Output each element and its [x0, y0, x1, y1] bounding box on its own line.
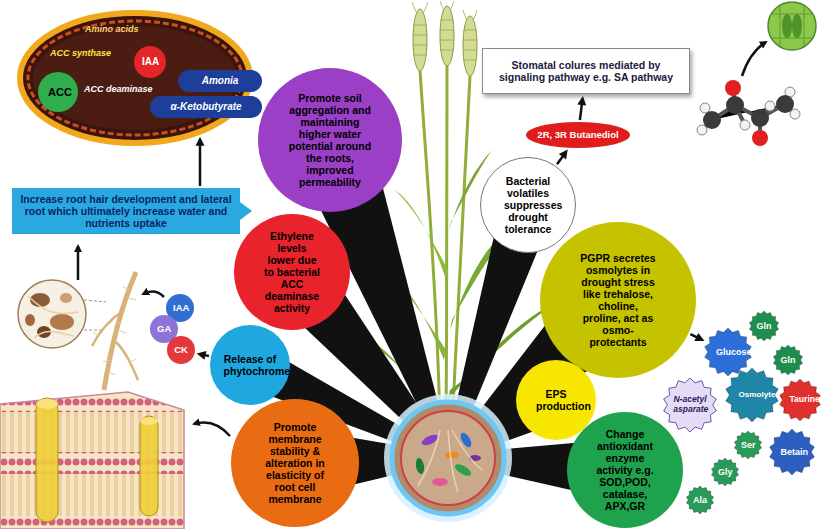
node-label: Ser	[741, 440, 755, 450]
node-label: GA	[157, 324, 171, 335]
cell-membrane-illustration	[0, 390, 190, 529]
node-label: CK	[174, 345, 188, 356]
connector-arrow	[196, 137, 205, 186]
root-zone-circle	[384, 394, 512, 522]
mechanism-circle: Release of phytochrome	[210, 325, 290, 405]
flow-arrows	[78, 42, 766, 436]
star-shape	[726, 368, 779, 422]
mechanism-circle: Bacterial volatiles suppresses drought t…	[480, 157, 576, 253]
node-label: Amonia	[202, 75, 239, 87]
osmolyte-star: Osmolytes	[725, 368, 779, 422]
star-shape	[686, 486, 713, 514]
callout-box: Increase root hair development and later…	[12, 188, 240, 234]
node-label: PGPR secretes osmolytes in drought stres…	[579, 252, 657, 349]
compound-ellipse: 2R, 3R Butanediol	[526, 122, 630, 148]
node-label: IAA	[173, 303, 187, 314]
star-shape	[770, 429, 815, 475]
node-label: Release of phytochrome	[224, 353, 277, 377]
connector-arrow	[690, 333, 704, 341]
iaa-molecule: IAA	[134, 46, 166, 78]
callout-pointer	[240, 202, 252, 220]
connector-line	[580, 103, 582, 120]
node-label: Ethylene levels lower due to bacterial A…	[263, 230, 321, 314]
node-label: Betain	[781, 447, 804, 457]
connector-arrow	[557, 149, 568, 164]
node-label: ACC synthase	[50, 48, 111, 58]
node-label: Gln	[757, 321, 772, 331]
osmolyte-star: Betain	[769, 429, 815, 475]
osmolyte-star: Ala	[686, 486, 714, 514]
butanediol-molecule	[697, 80, 800, 146]
root-hair-illustration	[18, 272, 138, 390]
osmolyte-star: Gly	[711, 458, 739, 486]
arrow-head	[559, 149, 568, 159]
product-pill: Amonia	[178, 70, 262, 92]
node-label: N-acetyl asparate	[673, 395, 706, 415]
stomata-illustration	[768, 2, 816, 50]
node-label: Increase root hair development and later…	[19, 193, 233, 229]
node-label: ACC	[48, 86, 68, 99]
mechanism-circle: Ethylene levels lower due to bacterial A…	[234, 214, 350, 330]
star-shape	[664, 378, 717, 432]
star-shape	[749, 311, 778, 341]
osmolyte-star: Gln	[773, 345, 803, 375]
connector-line	[199, 144, 202, 186]
node-label: Stomatal colures mediated by signaling p…	[489, 59, 683, 83]
node-label: EPS production	[536, 388, 576, 412]
node-label: Osmolytes	[739, 390, 766, 399]
product-pill: α-Ketobutyrate	[150, 96, 262, 118]
connector-arrow	[577, 96, 586, 120]
node-label: Bacterial volatiles suppresses drought t…	[504, 175, 552, 235]
mechanism-circle: PGPR secretes osmolytes in drought stres…	[540, 222, 696, 378]
osmolyte-star: N-acetyl asparate	[663, 378, 717, 432]
mechanism-circle: Promote soil aggregation and maintaining…	[258, 68, 402, 212]
connector-arrow	[197, 351, 209, 360]
arrow-head	[694, 333, 704, 341]
star-shape	[711, 458, 738, 486]
star-shape	[734, 431, 761, 459]
node-label: α-Ketobutyrate	[170, 101, 241, 113]
osmolyte-star: Taurine	[779, 379, 821, 421]
acc-molecule: ACC	[38, 72, 78, 112]
osmolyte-star: Glucose	[704, 328, 752, 376]
arrow-head	[196, 137, 205, 146]
star-shape	[705, 328, 752, 376]
arrow-head	[197, 351, 207, 360]
node-label: Gln	[781, 355, 796, 365]
mechanism-circle: Promote membrane stability & alteration …	[231, 399, 359, 527]
star-shape	[780, 379, 821, 421]
star-shape	[773, 345, 802, 375]
node-label: 2R, 3R Butanediol	[537, 130, 618, 141]
node-label: Ala	[693, 495, 707, 505]
node-label: Taurine	[790, 395, 811, 405]
node-label: Amino acids	[85, 24, 139, 34]
node-label: Promote soil aggregation and maintaining…	[288, 92, 372, 189]
node-label: Gly	[718, 467, 732, 477]
node-label: Change antioxidant enzyme activity e.g. …	[596, 428, 654, 512]
node-label: IAA	[142, 56, 158, 68]
node-label: Glucose	[716, 347, 740, 357]
mechanism-circle: Change antioxidant enzyme activity e.g. …	[567, 412, 683, 528]
osmolyte-star: Ser	[734, 431, 762, 459]
hormone-circle: CK	[167, 336, 195, 364]
arrow-head	[577, 96, 586, 106]
callout-box: Stomatal colures mediated by signaling p…	[482, 48, 690, 94]
node-label: ACC deaminase	[84, 84, 153, 94]
osmolyte-star: Gln	[749, 311, 779, 341]
node-label: Promote membrane stability & alteration …	[263, 421, 327, 505]
